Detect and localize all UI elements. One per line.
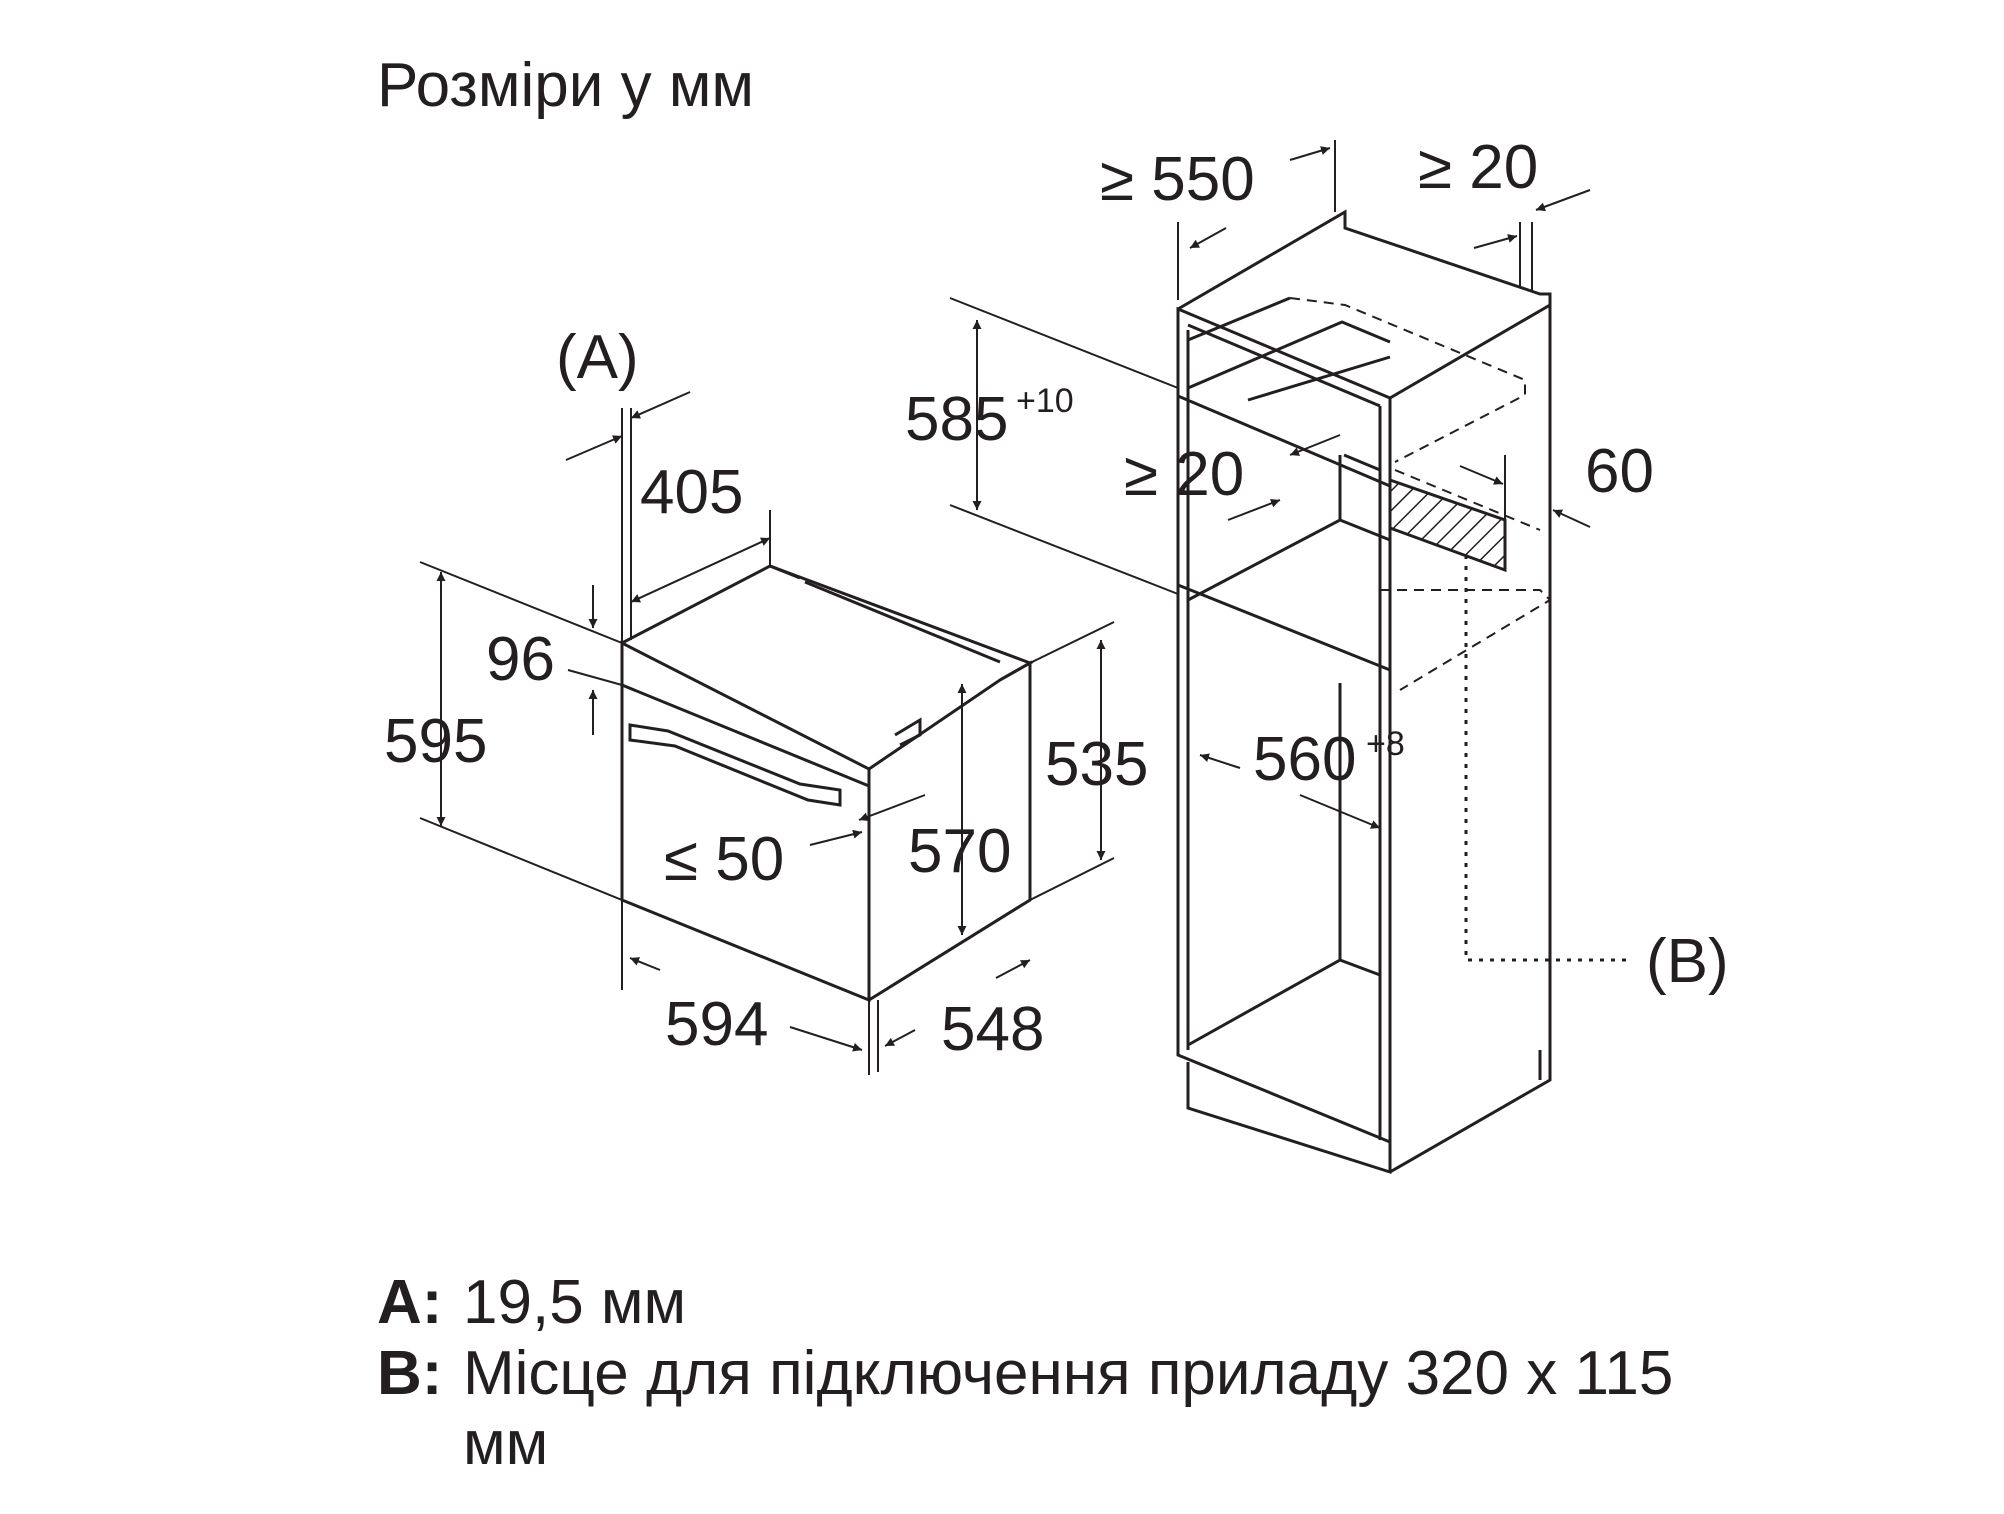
label-a: (A) (556, 323, 639, 392)
dim-min-20-mid: ≥ 20 (1124, 440, 1244, 509)
dim-594: 594 (665, 990, 768, 1059)
cabinet-hidden-lines (1289, 297, 1552, 691)
dim-560-tolerance: +8 (1366, 725, 1405, 763)
oven-control-panel (621, 683, 870, 788)
dim-min-550: ≥ 550 (1100, 145, 1255, 214)
legend-b-key: B: (377, 1339, 443, 1408)
oven-drawing (620, 564, 1034, 1003)
cabinet-plinth (1186, 1050, 1542, 1175)
oven-door-handle (628, 723, 842, 807)
dim-min-20-top: ≥ 20 (1418, 133, 1538, 202)
dim-max-50: ≤ 50 (664, 825, 784, 894)
dim-60: 60 (1585, 437, 1654, 506)
connection-area (1388, 477, 1507, 573)
cabinet-side (1389, 294, 1552, 1174)
dim-535: 535 (1045, 730, 1148, 799)
oven-top-detail (769, 564, 1001, 664)
cabinet-oven-cavity (1187, 683, 1381, 1047)
cabinet-upper-shelf (1187, 296, 1391, 402)
oven-side (868, 660, 1032, 1002)
cabinet-lower-shelf (1187, 455, 1391, 602)
dim-560: 560 (1253, 725, 1356, 794)
dim-405: 405 (640, 458, 743, 527)
oven-front-face (620, 640, 871, 1003)
dim-96: 96 (486, 625, 555, 694)
diagram-title: Розміри у мм (377, 51, 755, 120)
dim-585-tolerance: +10 (1016, 382, 1074, 420)
cabinet-back-panel (1343, 453, 1382, 520)
dim-548: 548 (941, 995, 1044, 1064)
dim-585: 585 (905, 385, 1008, 454)
label-b: (B) (1646, 927, 1729, 996)
legend-b-text: Місце для підключення приладу 320 x 115 … (463, 1339, 1674, 1478)
cabinet-drawing (1176, 209, 1552, 1175)
legend-b: B: Місце для підключення приладу 320 x 11… (377, 1339, 1777, 1479)
cabinet-top (1177, 209, 1552, 400)
oven-side-hook (894, 717, 922, 747)
cabinet-front-inner (1177, 323, 1391, 1140)
dim-595: 595 (384, 707, 487, 776)
legend-a-key: A: (377, 1268, 443, 1337)
dim-570: 570 (908, 817, 1011, 886)
legend-a-text: 19,5 мм (463, 1268, 687, 1337)
oven-dimension-lines (419, 391, 1115, 1075)
label-b-leader (1464, 555, 1632, 962)
legend-a: A: 19,5 мм (377, 1268, 686, 1338)
cabinet-dimension-lines (949, 140, 1591, 829)
